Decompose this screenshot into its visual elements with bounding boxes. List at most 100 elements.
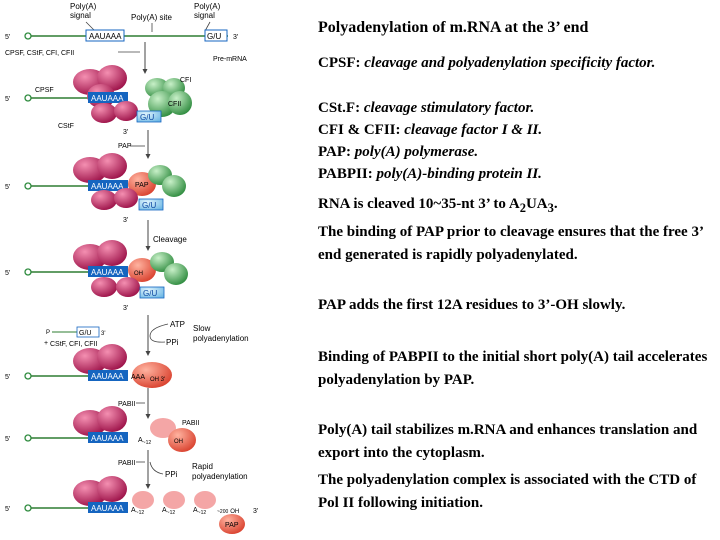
svg-text:AAUAAA: AAUAAA	[91, 268, 124, 277]
assembly-row: 5' CPSF AAUAAA CStF CFI CFII G/U 3' PAP	[5, 65, 192, 159]
svg-text:AAUAAA: AAUAAA	[91, 504, 124, 513]
cleaved-row: 5' AAUAAA OH G/U 3'	[5, 240, 188, 312]
pap-enzyme	[219, 514, 245, 534]
svg-text:G/U: G/U	[142, 201, 156, 210]
gu-box	[76, 326, 100, 338]
definition-cfi-cfii: CFI & CFII: cleavage factor I & II.	[318, 119, 710, 142]
cstf-complex	[91, 103, 117, 123]
a12-label: A~12	[193, 507, 206, 516]
svg-text:G/U: G/U	[79, 330, 91, 337]
aauaaa-seq: AAUAAA	[89, 32, 122, 41]
definition-pabpii: PABPII: poly(A)-binding protein II.	[318, 163, 710, 186]
aauaaa-box	[88, 180, 128, 191]
cap-icon	[24, 268, 32, 276]
cap-icon	[24, 372, 32, 380]
gu-box	[139, 286, 165, 299]
pabii-label: PABII	[182, 420, 199, 427]
svg-text:AAUAAA: AAUAAA	[91, 372, 124, 381]
factors-list-label: CPSF, CStF, CFI, CFII	[5, 50, 74, 57]
p-label: P	[46, 330, 50, 336]
aauaaa-box	[85, 29, 125, 42]
def-abbr: CPSF:	[318, 55, 361, 71]
poly-a-site-label: Poly(A) site	[131, 13, 172, 22]
pap-enzyme	[132, 362, 172, 388]
oh-label: OH	[134, 271, 143, 277]
cap-icon	[24, 94, 32, 102]
cap-icon	[24, 182, 32, 190]
gu-box	[138, 198, 164, 211]
cap-icon	[24, 32, 32, 40]
gu-box	[204, 29, 228, 42]
three-prime-end: 3'	[233, 34, 238, 41]
five-prime-end: 5'	[5, 34, 10, 41]
slide-title: Polyadenylation of m.RNA at the 3’ end	[318, 19, 589, 36]
a12-label: A~12	[162, 507, 175, 516]
definition-cstf: CSt.F: cleavage stimulatory factor.	[318, 97, 710, 120]
svg-text:3': 3'	[123, 129, 128, 136]
svg-text:3': 3'	[101, 331, 105, 337]
poly-a-signal-label-right: Poly(A)signal	[194, 2, 221, 20]
atp-curve	[149, 323, 169, 343]
cleavage-label: Cleavage	[153, 235, 187, 244]
paragraph-pap-binding: The binding of PAP prior to cleavage ens…	[318, 224, 703, 263]
pabii-label: PABII	[118, 460, 135, 467]
def-full: poly(A) polymerase.	[354, 144, 479, 160]
cleavage-site-note: RNA is cleaved 10~35-nt 3’ to A2UA3.	[318, 196, 558, 215]
plus-sign: +	[44, 340, 48, 347]
svg-text:3': 3'	[123, 217, 128, 224]
cstf-label: CStF	[58, 123, 74, 130]
pabii-label: PABII	[118, 401, 135, 408]
released-factors-label: CStF, CFI, CFII	[50, 341, 98, 348]
gu-box	[136, 110, 162, 123]
aauaaa-box	[88, 502, 128, 513]
svg-text:5': 5'	[5, 184, 10, 191]
svg-text:5': 5'	[5, 436, 10, 443]
poly-a-signal-label-left: Poly(A)signal	[70, 2, 97, 20]
pap-enzyme	[168, 428, 196, 452]
pabii-protein	[163, 491, 185, 509]
cfii-complex	[148, 91, 176, 117]
svg-text:AAUAAA: AAUAAA	[91, 434, 124, 443]
aauaaa-box	[88, 370, 128, 381]
paragraph-pabpii: Binding of PABPII to the initial short p…	[318, 349, 708, 388]
ppi-label: PPi	[165, 470, 178, 479]
cfii-complex	[168, 91, 192, 115]
ppi-curve	[149, 461, 164, 475]
paragraph-ctd: The polyadenylation complex is associate…	[318, 472, 697, 511]
pabii-protein	[132, 491, 154, 509]
svg-text:5': 5'	[5, 96, 10, 103]
def-abbr: PABPII:	[318, 166, 373, 182]
paragraph-slow-addition: PAP adds the first 12A residues to 3’-OH…	[318, 297, 626, 313]
aaa-tail: AAA	[131, 374, 145, 381]
cap-icon	[24, 434, 32, 442]
def-abbr: PAP:	[318, 144, 352, 160]
svg-text:5': 5'	[5, 506, 10, 513]
svg-text:3': 3'	[253, 508, 258, 515]
pap-label: PAP	[225, 522, 239, 529]
def-abbr: CFI & CFII:	[318, 122, 401, 138]
gu-seq: G/U	[207, 32, 221, 41]
a12-label: A~12	[138, 437, 151, 446]
definition-pap: PAP: poly(A) polymerase.	[318, 141, 710, 164]
polyadenylation-diagram: Poly(A)signal Poly(A) site Poly(A)signal…	[5, 2, 258, 534]
oh-label: OH	[174, 439, 183, 445]
def-full: cleavage and polyadenylation specificity…	[364, 55, 656, 71]
def-abbr: CSt.F:	[318, 100, 361, 116]
svg-text:AAUAAA: AAUAAA	[91, 94, 124, 103]
a12-label: A~12	[131, 507, 144, 516]
svg-text:PAP: PAP	[135, 182, 149, 189]
pabii-protein	[150, 418, 176, 438]
svg-text:G/U: G/U	[143, 289, 157, 298]
pre-mrna-row: Poly(A)signal Poly(A) site Poly(A)signal…	[5, 2, 247, 74]
svg-text:G/U: G/U	[140, 113, 154, 122]
pre-mrna-label: Pre-mRNA	[213, 56, 247, 63]
aauaaa-box	[88, 266, 128, 277]
atp-label: ATP	[170, 320, 185, 329]
pap-label: PAP	[118, 143, 132, 150]
cpsf-label: CPSF	[35, 87, 54, 94]
